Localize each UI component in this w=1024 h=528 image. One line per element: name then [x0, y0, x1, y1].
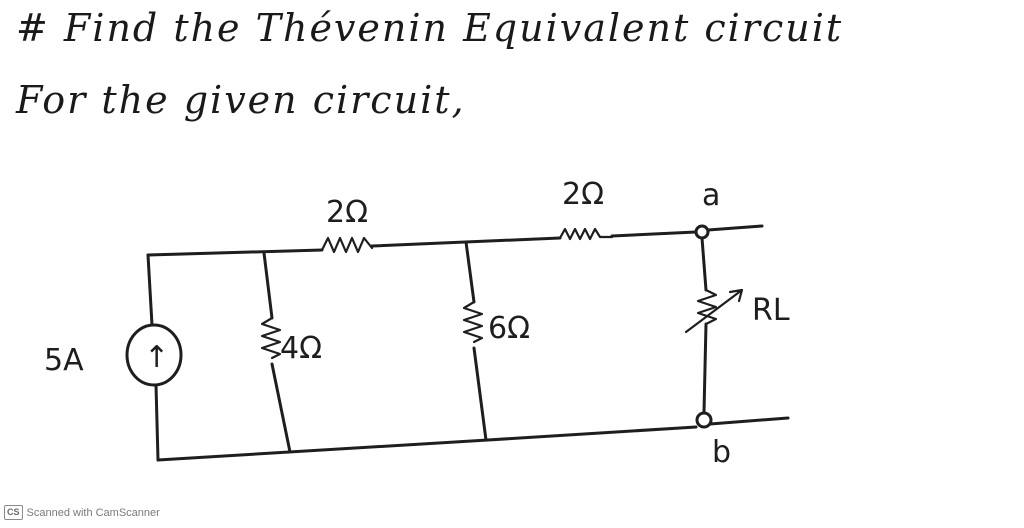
rl-label: RL: [752, 293, 790, 328]
r2a-resistor-symbol: [320, 236, 374, 254]
rl-resistor-symbol: [696, 288, 718, 326]
terminal-a-label: a: [702, 178, 720, 213]
r6-label: 6Ω: [488, 311, 530, 346]
r6-wire-bottom: [472, 346, 488, 442]
terminal-a-node: [694, 224, 710, 240]
current-source-symbol: [125, 323, 183, 387]
bottom-wire: [156, 425, 698, 462]
source-wire-top: [146, 253, 154, 327]
current-source-label: 5A: [44, 343, 84, 378]
problem-statement-line-1: # Find the Thévenin Equivalent circuit: [16, 6, 844, 50]
terminal-b-label: b: [712, 435, 731, 470]
r4-wire-bottom: [270, 362, 292, 454]
r4-label: 4Ω: [280, 331, 322, 366]
current-source-arrow: ↑: [144, 340, 169, 375]
rl-wire-top: [700, 236, 708, 292]
terminal-b-lead: [708, 416, 790, 426]
r6-wire-top: [464, 240, 476, 304]
terminal-a-lead: [706, 224, 764, 232]
top-wire-left: [146, 248, 324, 257]
r2b-resistor-symbol: [558, 227, 614, 241]
r4-wire-top: [262, 251, 274, 320]
rl-wire-bottom: [702, 322, 708, 414]
r4-resistor-symbol: [260, 316, 282, 360]
r2a-label: 2Ω: [326, 195, 368, 230]
camscanner-logo-icon: CS: [4, 505, 23, 520]
rl-variable-arrow: [684, 288, 744, 334]
source-wire-bottom: [154, 383, 160, 462]
r6-resistor-symbol: [462, 300, 484, 344]
watermark-text: Scanned with CamScanner: [26, 506, 160, 519]
scanner-watermark: CS Scanned with CamScanner: [4, 505, 160, 520]
top-wire-right: [610, 230, 698, 238]
terminal-b-node: [695, 411, 713, 429]
r2b-label: 2Ω: [562, 177, 604, 212]
problem-statement-line-2: For the given circuit,: [16, 78, 466, 122]
